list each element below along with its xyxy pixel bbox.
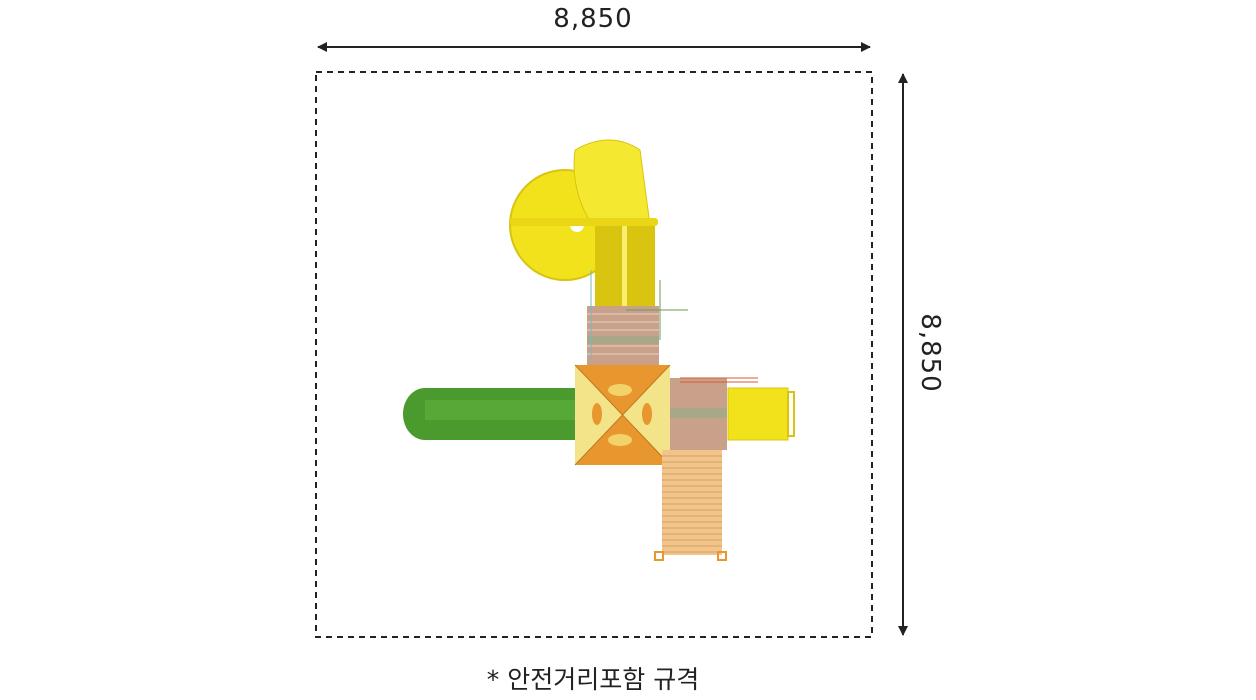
roof <box>574 364 671 466</box>
depth-dimension-label: 8,850 <box>915 313 945 393</box>
side-deck <box>670 377 758 450</box>
stairs <box>654 450 727 561</box>
safety-zone-boundary <box>315 71 873 638</box>
width-dimension-label: 8,850 <box>553 4 633 34</box>
spiral-tube-slide <box>509 139 658 306</box>
caption-note: * 안전거리포함 규격 <box>486 665 700 694</box>
crawl-tunnel <box>727 387 795 441</box>
playground-structure <box>403 139 795 561</box>
straight-green-slide <box>403 388 580 440</box>
upper-deck <box>587 270 688 366</box>
